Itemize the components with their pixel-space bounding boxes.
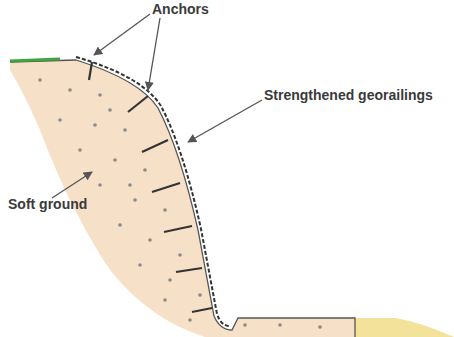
soil-dot xyxy=(93,123,97,127)
soil-dot xyxy=(123,128,127,132)
georailing xyxy=(76,57,230,326)
soil-dot xyxy=(148,238,152,242)
soil-dot xyxy=(198,293,202,297)
soil-dot xyxy=(108,108,112,112)
soil-dot xyxy=(178,253,182,257)
soil-dot xyxy=(128,183,132,187)
soil-dot xyxy=(78,148,82,152)
soil-dot xyxy=(113,158,117,162)
soil-dot xyxy=(243,323,247,327)
soil-dot xyxy=(58,118,62,122)
anchors xyxy=(89,62,212,312)
soil-dot xyxy=(118,223,122,227)
soil-dot xyxy=(163,208,167,212)
soil-dot xyxy=(278,323,282,327)
soil-dot xyxy=(68,88,72,92)
callout-label: Soft ground xyxy=(8,197,87,212)
soil-dot xyxy=(318,325,322,329)
leader-lines xyxy=(52,14,262,198)
soil-dot xyxy=(163,298,167,302)
soil-dot xyxy=(98,93,102,97)
soil-dot xyxy=(188,318,192,322)
soil-dot xyxy=(138,263,142,267)
callout-label: Strengthened georailings xyxy=(264,88,433,103)
grass xyxy=(10,59,60,61)
soil-dot xyxy=(98,183,102,187)
sand-fill xyxy=(355,318,454,337)
soil-dot xyxy=(133,198,137,202)
callout-label: Anchors xyxy=(152,2,209,17)
soil-dot xyxy=(168,278,172,282)
soil-dot xyxy=(143,168,147,172)
soil-dot xyxy=(38,78,42,82)
